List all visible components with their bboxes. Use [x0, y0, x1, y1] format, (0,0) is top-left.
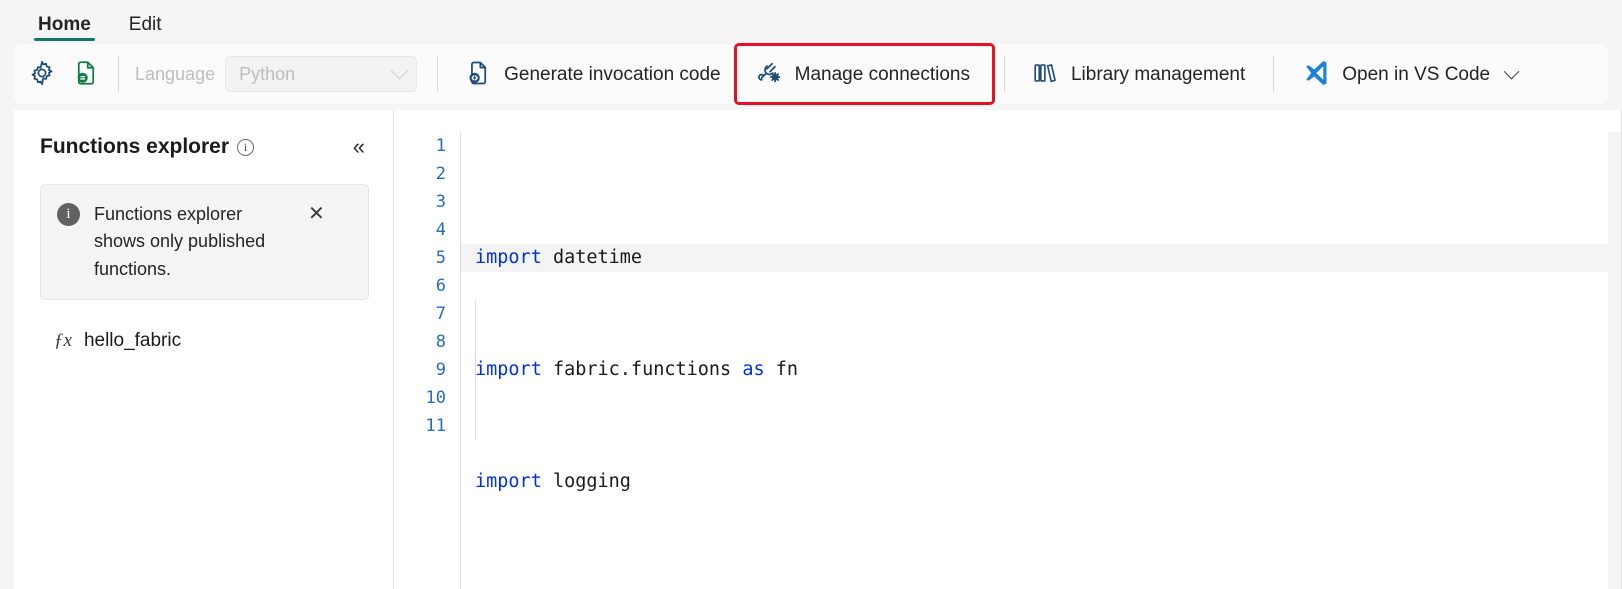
line-number: 9 — [435, 360, 446, 380]
open-in-vs-code-label: Open in VS Code — [1342, 63, 1491, 85]
tab-edit[interactable]: Edit — [115, 11, 176, 44]
fx-icon: ƒx — [54, 330, 72, 352]
vscode-icon — [1300, 58, 1330, 91]
plug-gear-icon — [755, 59, 783, 90]
explorer-notice: i Functions explorer shows only publishe… — [40, 184, 369, 301]
generate-invocation-code-button[interactable]: Generate invocation code — [448, 50, 737, 98]
language-value: Python — [239, 63, 296, 84]
code-content[interactable]: import datetime import fabric.functions … — [460, 132, 1608, 589]
function-name-label: hello_fabric — [83, 330, 182, 352]
ribbon-tab-bar: Home Edit — [0, 0, 1622, 44]
code-line[interactable]: import logging — [475, 471, 631, 492]
line-number: 7 — [435, 304, 446, 324]
line-number: 5 — [435, 248, 446, 268]
functions-explorer-header: Functions explorer i « — [14, 132, 393, 162]
toolbar: Language Python Generate invocation code — [14, 43, 1608, 105]
language-label: Language — [135, 63, 216, 84]
manage-connections-label: Manage connections — [794, 63, 970, 85]
settings-button[interactable] — [20, 52, 64, 96]
document-code-icon — [464, 59, 492, 90]
language-select[interactable]: Python — [225, 56, 418, 92]
open-in-vs-code-button[interactable]: Open in VS Code — [1284, 50, 1533, 98]
chevron-down-icon[interactable] — [1503, 63, 1520, 79]
code-line[interactable] — [475, 580, 1608, 589]
line-number: 3 — [435, 192, 446, 212]
indent-guide — [475, 300, 476, 440]
line-number: 2 — [435, 164, 446, 184]
code-line[interactable]: import fabric.functions as fn — [475, 359, 799, 380]
tab-home[interactable]: Home — [24, 11, 105, 44]
generate-invocation-code-label: Generate invocation code — [504, 63, 721, 85]
close-icon[interactable]: ✕ — [308, 203, 325, 225]
code-line[interactable]: import datetime — [461, 244, 1608, 272]
functions-explorer-panel: Functions explorer i « i Functions explo… — [14, 110, 394, 589]
library-management-label: Library management — [1070, 63, 1246, 85]
line-number: 11 — [425, 416, 446, 436]
toolbar-divider-3 — [1003, 56, 1005, 92]
toolbar-divider-1 — [118, 56, 119, 92]
main-body: Functions explorer i « i Functions explo… — [0, 110, 1622, 589]
line-number: 1 — [435, 136, 446, 156]
toolbar-container: Language Python Generate invocation code — [0, 43, 1622, 110]
library-management-button[interactable]: Library management — [1015, 50, 1261, 98]
line-number: 6 — [435, 276, 446, 296]
toolbar-divider-4 — [1273, 56, 1275, 92]
chevron-down-icon — [390, 60, 409, 79]
line-number: 4 — [435, 220, 446, 240]
tab-home-label: Home — [38, 14, 91, 35]
toolbar-divider-2 — [437, 56, 439, 92]
info-circle-icon[interactable]: i — [237, 138, 255, 156]
chevron-double-left-icon[interactable]: « — [352, 134, 365, 159]
document-refresh-icon — [72, 59, 100, 90]
code-editor[interactable]: 1 2 3 4 5 6 7 8 9 10 11 import datetime … — [394, 110, 1622, 589]
explorer-notice-text: Functions explorer shows only published … — [94, 204, 266, 279]
line-number: 8 — [435, 332, 446, 352]
page-title: Functions explorer — [40, 135, 230, 158]
list-item[interactable]: ƒx hello_fabric — [14, 324, 393, 358]
tab-edit-label: Edit — [128, 14, 162, 35]
books-icon — [1031, 59, 1059, 90]
manage-connections-button[interactable]: Manage connections — [733, 43, 995, 105]
language-group: Language Python — [135, 56, 418, 92]
editor-right-rail — [1608, 132, 1622, 589]
info-filled-icon: i — [57, 203, 80, 226]
line-number-gutter: 1 2 3 4 5 6 7 8 9 10 11 — [394, 132, 460, 589]
line-number: 10 — [425, 388, 446, 408]
gear-icon — [28, 59, 56, 90]
refresh-file-button[interactable] — [64, 52, 108, 96]
